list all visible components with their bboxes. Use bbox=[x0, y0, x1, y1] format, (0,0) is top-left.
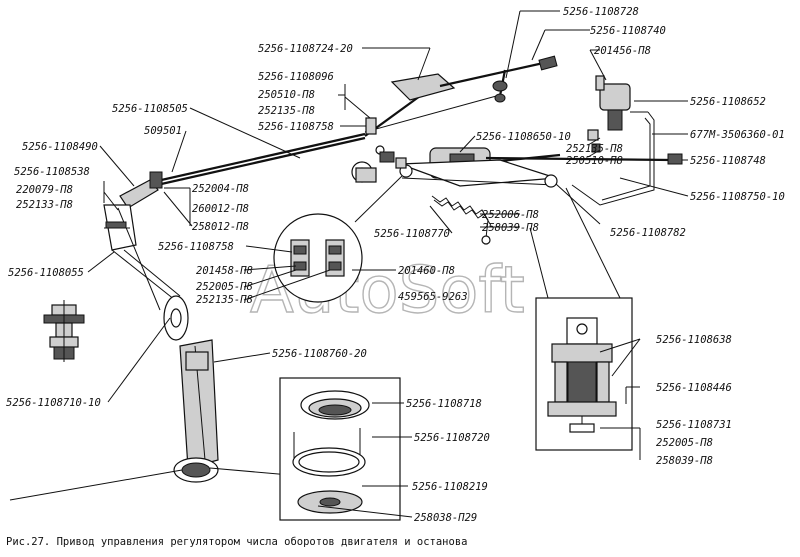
pedal-assembly bbox=[390, 55, 558, 103]
label-201460: 201460-П8 bbox=[398, 265, 455, 277]
label-5256-1108748: 5256-1108748 bbox=[690, 155, 766, 167]
label-201456: 201456-П8 bbox=[594, 45, 651, 57]
upper-bracket bbox=[355, 129, 601, 183]
label-258038: 258038-П29 bbox=[414, 512, 477, 524]
stop-cylinder bbox=[399, 147, 561, 188]
label-252006: 252006-П8 bbox=[482, 209, 539, 221]
fastener-detail-left bbox=[43, 300, 85, 362]
zoom-detail-square bbox=[279, 377, 401, 521]
label-5256-1108219: 5256-1108219 bbox=[412, 481, 488, 493]
label-250510: 250510-П8 bbox=[258, 89, 315, 101]
label-5256-1108652: 5256-1108652 bbox=[690, 96, 766, 108]
label-5256-1108760-20: 5256-1108760-20 bbox=[272, 348, 367, 360]
label-5256-1108710-10: 5256-1108710-10 bbox=[6, 397, 101, 409]
label-5256-1108538: 5256-1108538 bbox=[14, 166, 90, 178]
label-5256-1108750-10: 5256-1108750-10 bbox=[690, 191, 785, 203]
control-cable bbox=[485, 153, 683, 165]
label-5256-1108638: 5256-1108638 bbox=[656, 334, 732, 346]
label-677M-3506360-01: 677М-3506360-01 bbox=[690, 129, 785, 141]
label-5256-1108740: 5256-1108740 bbox=[590, 25, 666, 37]
label-250510-right: 250510-П8 bbox=[566, 155, 623, 167]
left-lever-assembly bbox=[103, 171, 181, 311]
label-5256-1108505: 5256-1108505 bbox=[112, 103, 188, 115]
label-5256-1108720: 5256-1108720 bbox=[414, 432, 490, 444]
label-509501: 509501 bbox=[144, 125, 182, 137]
label-5256-1108724-20: 5256-1108724-20 bbox=[258, 43, 353, 55]
label-260012: 260012-П8 bbox=[192, 203, 249, 215]
label-5256-1108055: 5256-1108055 bbox=[8, 267, 84, 279]
label-5256-1108446: 5256-1108446 bbox=[656, 382, 732, 394]
label-5256-1108728: 5256-1108728 bbox=[563, 6, 639, 18]
label-252135-detail: 252135-П8 bbox=[196, 294, 253, 306]
label-5256-1108096: 5256-1108096 bbox=[258, 71, 334, 83]
label-252133: 252133-П8 bbox=[16, 199, 73, 211]
ball-joint bbox=[365, 117, 377, 135]
label-220079: 220079-П8 bbox=[16, 184, 73, 196]
label-5256-1108718: 5256-1108718 bbox=[406, 398, 482, 410]
label-252005-right: 252005-П8 bbox=[656, 437, 713, 449]
return-spring bbox=[431, 195, 491, 245]
label-5256-1108770: 5256-1108770 bbox=[374, 228, 450, 240]
label-258039-center: 258039-П8 bbox=[482, 222, 539, 234]
part-labels: 5256-1108728 5256-1108740 201456-П8 5256… bbox=[6, 6, 785, 524]
label-5256-1108782: 5256-1108782 bbox=[610, 227, 686, 239]
label-258012: 258012-П8 bbox=[192, 221, 249, 233]
label-252135-right: 252135-П8 bbox=[566, 143, 623, 155]
pneumatic-valve bbox=[571, 75, 655, 206]
zoom-detail-rect bbox=[529, 187, 633, 451]
label-5256-1108731: 5256-1108731 bbox=[656, 419, 732, 431]
vertical-lever bbox=[9, 295, 291, 501]
figure-caption: Рис.27. Привод управления регулятором чи… bbox=[6, 536, 467, 548]
label-5256-1108650-10: 5256-1108650-10 bbox=[476, 131, 571, 143]
label-5256-1108758-detail: 5256-1108758 bbox=[158, 241, 234, 253]
label-5256-1108758-top: 5256-1108758 bbox=[258, 121, 334, 133]
label-459565-9263: 459565-9263 bbox=[398, 291, 468, 303]
label-258039-right: 258039-П8 bbox=[656, 455, 713, 467]
leader-lines bbox=[87, 10, 689, 518]
label-252005-detail: 252005-П8 bbox=[196, 281, 253, 293]
label-252135: 252135-П8 bbox=[258, 105, 315, 117]
label-252004: 252004-П8 bbox=[192, 183, 249, 195]
label-5256-1108490: 5256-1108490 bbox=[22, 141, 98, 153]
label-201458: 201458-П8 bbox=[196, 265, 253, 277]
zoom-detail-circle bbox=[273, 175, 403, 303]
